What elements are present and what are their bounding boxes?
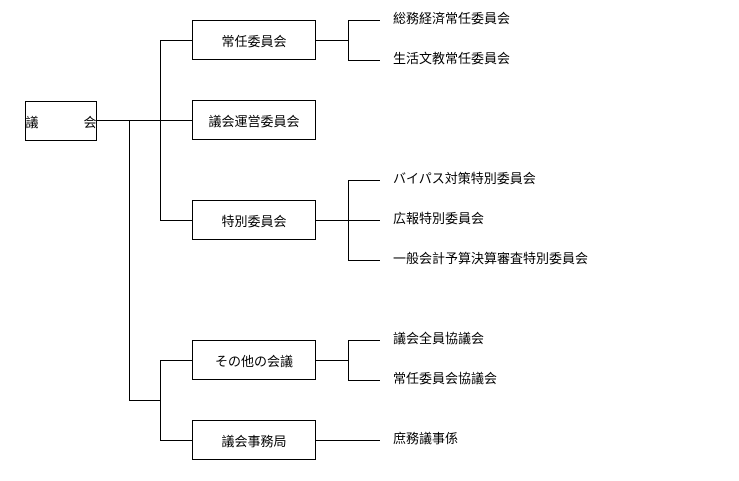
leaf-item: 議会全員協議会 xyxy=(393,332,485,347)
committee-box-secretariat: 議会事務局 xyxy=(192,420,316,460)
committee-box-steering: 議会運営委員会 xyxy=(192,100,316,140)
committee-label: 議会運営委員会 xyxy=(208,114,300,130)
committee-label: その他の会議 xyxy=(214,354,293,370)
committee-label: 常任委員会 xyxy=(221,34,287,50)
leaf-item: 生活文教常任委員会 xyxy=(393,52,511,67)
committee-box-standing: 常任委員会 xyxy=(192,20,316,60)
leaf-item: 常任委員会協議会 xyxy=(393,372,498,387)
leaf-item: 広報特別委員会 xyxy=(393,212,485,227)
leaf-item: 一般会計予算決算審査特別委員会 xyxy=(393,252,589,267)
root-box: 議 会 xyxy=(25,101,97,141)
root-label: 議 会 xyxy=(25,115,113,131)
committee-label: 議会事務局 xyxy=(221,434,287,450)
committee-box-special: 特別委員会 xyxy=(192,200,316,240)
leaf-item: 庶務議事係 xyxy=(393,432,459,447)
leaf-item: 総務経済常任委員会 xyxy=(393,12,511,27)
committee-label: 特別委員会 xyxy=(221,214,287,230)
committee-box-other: その他の会議 xyxy=(192,340,316,380)
leaf-item: バイパス対策特別委員会 xyxy=(393,172,536,187)
